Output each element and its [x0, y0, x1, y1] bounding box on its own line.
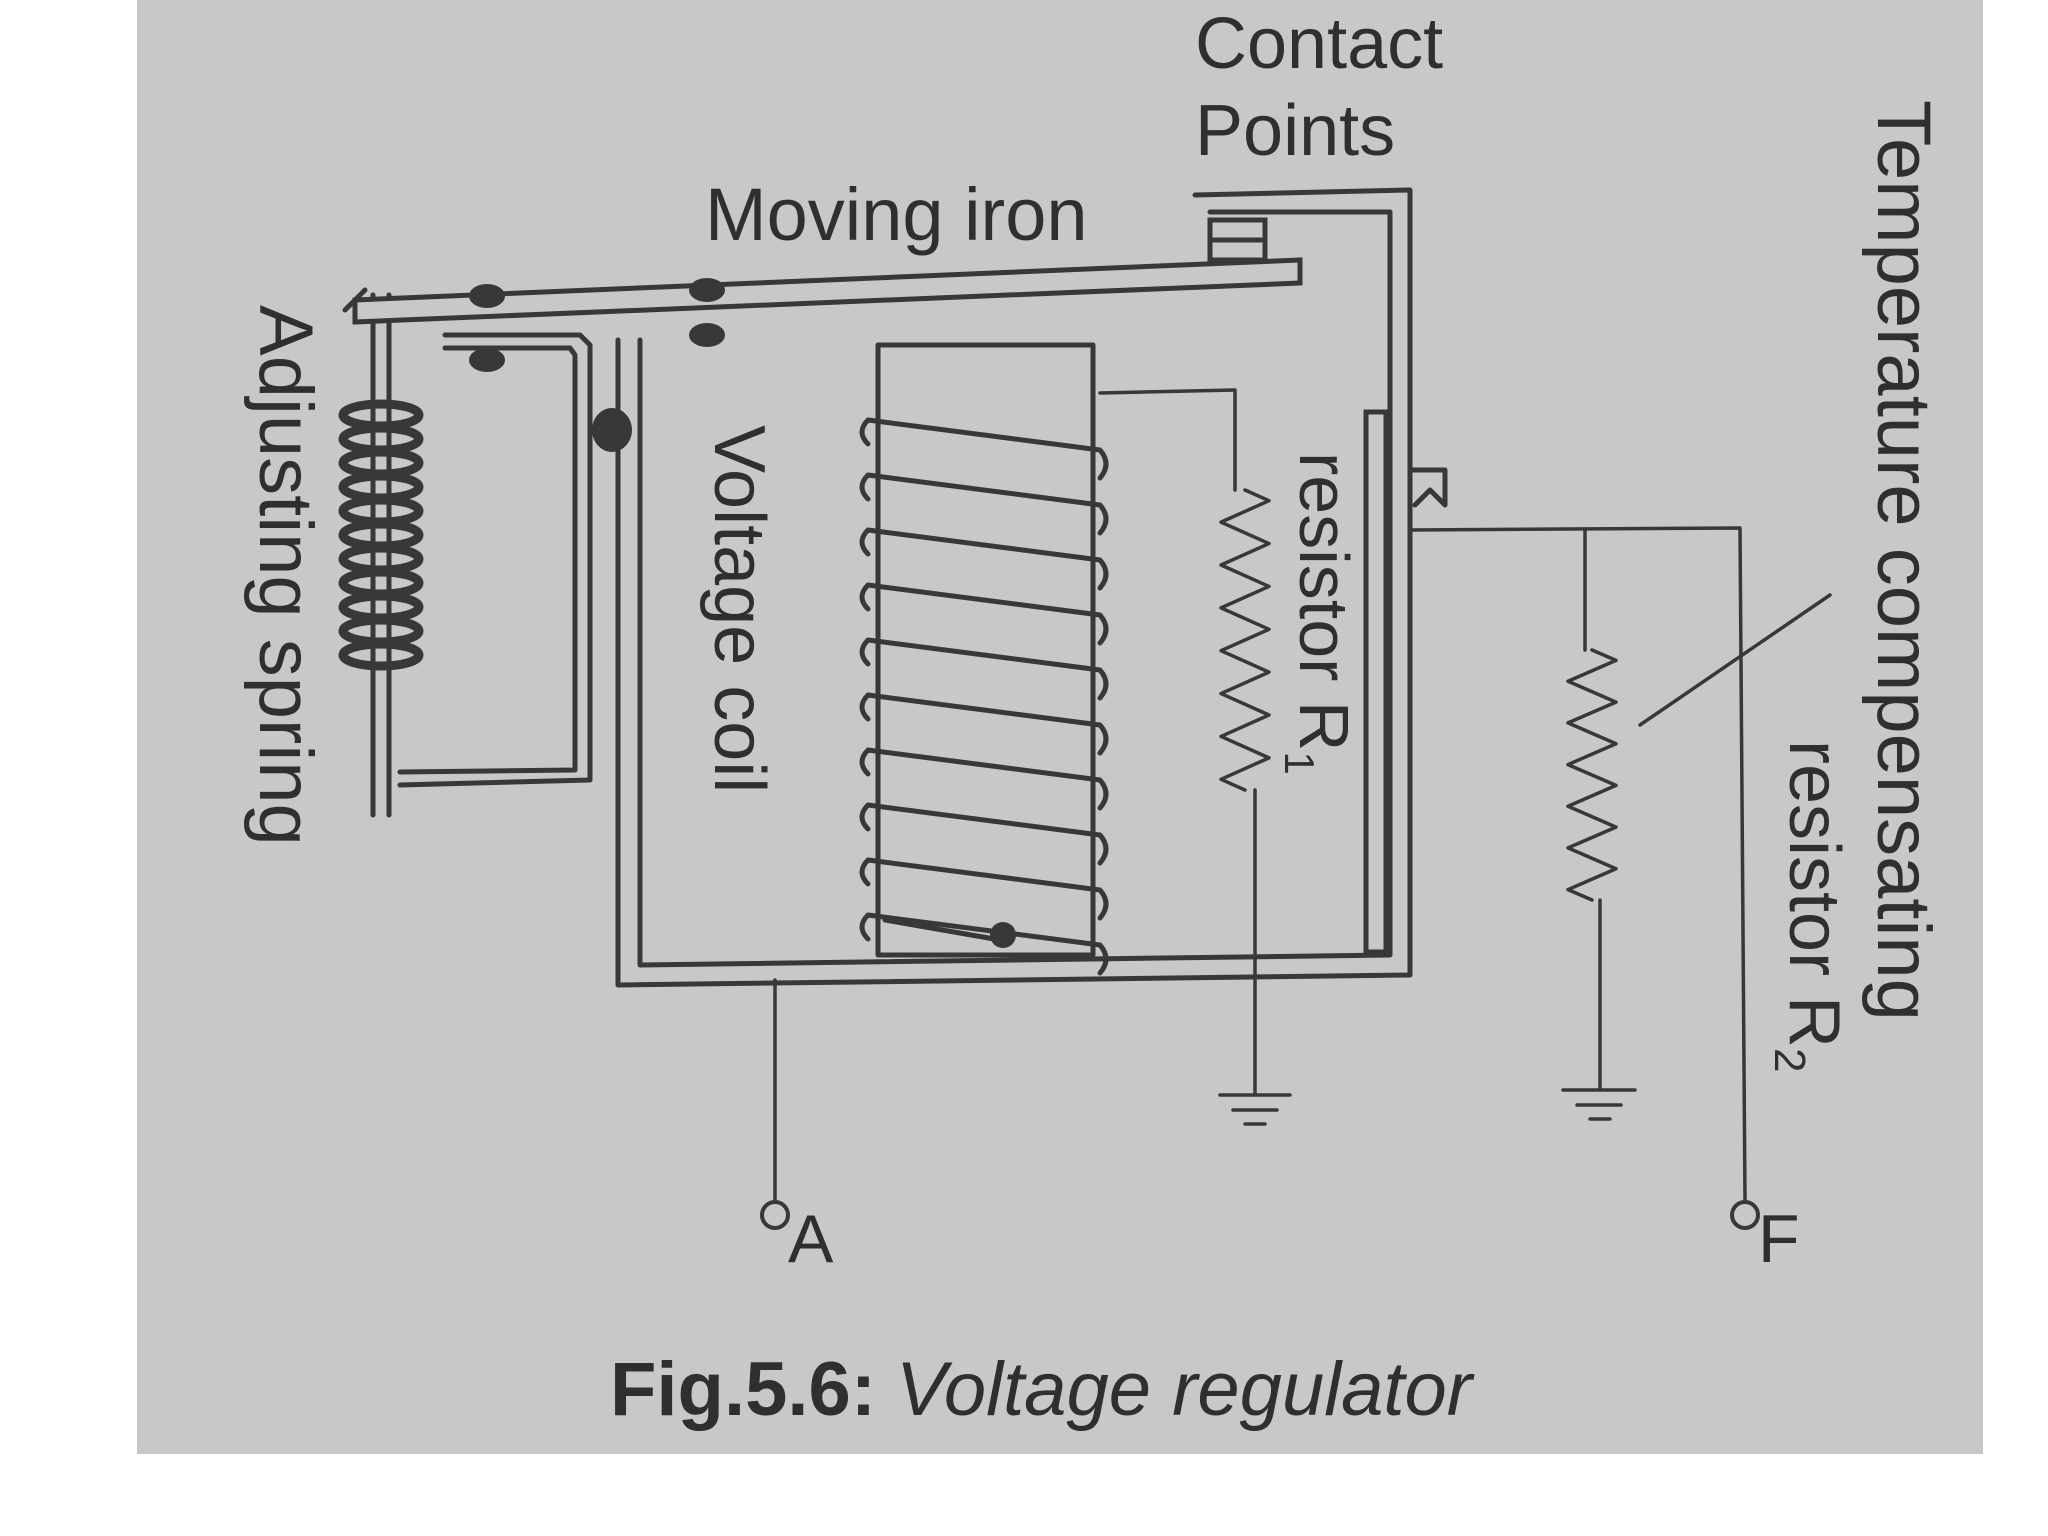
moving-iron-armature [342, 257, 1303, 372]
spring-bracket [397, 332, 632, 788]
temp-comp-label-line2: resistor R2 [1765, 740, 1854, 1073]
resistor-r1-label: resistor R1 [1276, 452, 1363, 775]
spring-coil-turn [338, 471, 424, 503]
terminal-a [760, 978, 790, 1230]
coil-winding-turn [859, 912, 1109, 976]
spring-coil-turn [338, 519, 424, 551]
adjusting-spring-label: Adjusting spring [243, 305, 328, 846]
terminal-f [1730, 1200, 1760, 1230]
voltage-coil-label: Voltage coil [699, 425, 779, 793]
coil-winding-turn [859, 472, 1109, 536]
resistor-zigzag [1566, 648, 1618, 902]
spring-coil-turn [338, 543, 424, 575]
spring-coil-turn [338, 399, 424, 431]
coil-winding-turn [859, 802, 1109, 866]
coil-winding-turn [859, 692, 1109, 756]
figure-title: Voltage regulator [896, 1347, 1475, 1432]
spring-coil-turn [338, 639, 424, 671]
contact-points [1207, 217, 1268, 263]
coil-winding-turn [859, 857, 1109, 921]
temp-comp-label-line1: Temperature compensating [1861, 100, 1946, 1021]
spring-coil-turn [338, 423, 424, 455]
resistor-r1 [1098, 388, 1292, 1126]
contact-points-label-line2: Points [1195, 91, 1395, 171]
thermal-variable-slash [1638, 593, 1832, 727]
ground-symbol-r1 [1218, 1093, 1292, 1126]
temp-comp-subscript: 2 [1765, 1048, 1814, 1072]
resistor-r1-text: resistor R [1285, 452, 1363, 751]
spring-coil-turn [338, 447, 424, 479]
spring-coil-turn [338, 495, 424, 527]
ground-symbol-r2 [1561, 1088, 1637, 1121]
coil-winding-turn [859, 582, 1109, 646]
spring-coil-turn [338, 567, 424, 599]
resistor-r1-subscript: 1 [1276, 751, 1323, 774]
voltage-coil [859, 342, 1109, 976]
temp-comp-text: resistor R [1774, 740, 1854, 1048]
contact-points-label-line1: Contact [1195, 4, 1443, 84]
coil-winding-turn [859, 527, 1109, 591]
regulator-frame [615, 187, 1413, 988]
photo-background [137, 0, 1983, 1454]
terminal-a-label: A [788, 1201, 834, 1277]
figure-number: Fig.5.6: [610, 1347, 876, 1432]
coil-winding-turn [859, 747, 1109, 811]
spring-coil-turn [338, 591, 424, 623]
coil-winding-turn [859, 417, 1109, 481]
coil-winding-turn [859, 637, 1109, 701]
moving-iron-label: Moving iron [705, 173, 1088, 256]
terminal-f-label: F [1758, 1201, 1800, 1277]
resistor-r2 [1408, 526, 1832, 1202]
resistor-zigzag [1219, 488, 1271, 792]
figure-caption: Fig.5.6:Voltage regulator [610, 1347, 1475, 1432]
contact-strip [1363, 409, 1448, 955]
adjusting-spring [338, 292, 424, 818]
spring-coil-turn [338, 615, 424, 647]
